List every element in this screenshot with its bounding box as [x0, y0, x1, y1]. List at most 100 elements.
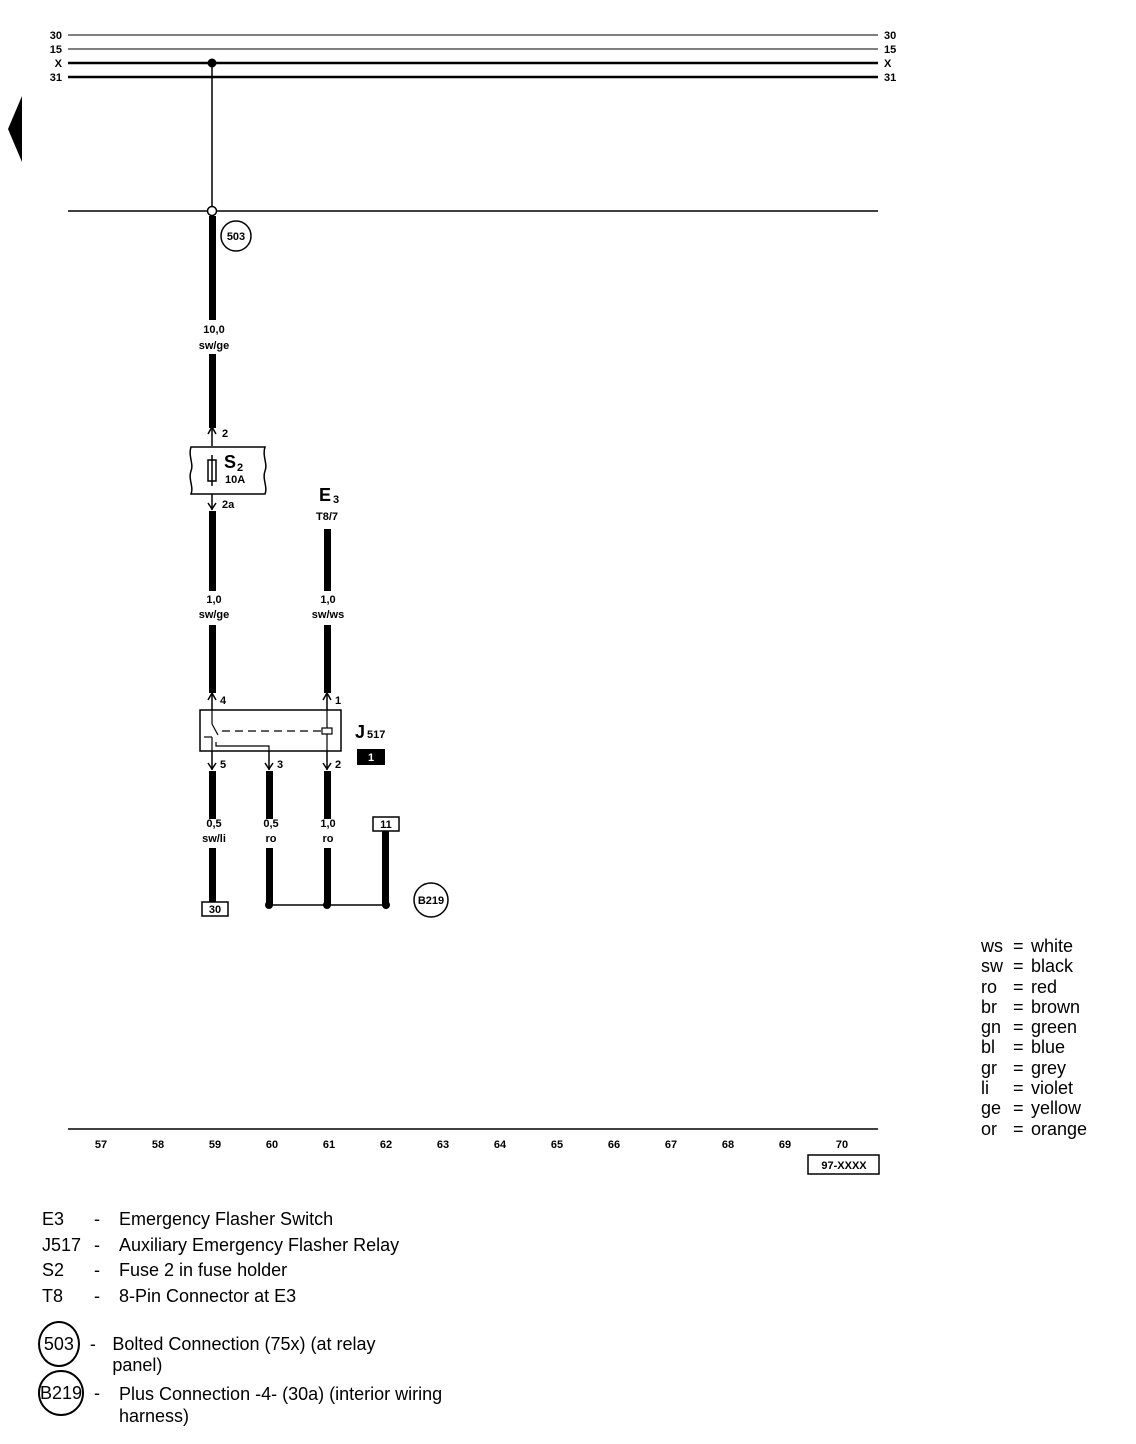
pin-label-relay-1: 1 — [335, 695, 341, 707]
color-key-row: ws=white — [981, 936, 1074, 956]
switch-name: E — [319, 485, 331, 505]
connection-circle-503: 503 — [220, 220, 252, 252]
color-meaning: red — [1031, 976, 1058, 997]
color-code: or — [981, 1118, 998, 1139]
legend-row: T8-8-Pin Connector at E3 — [42, 1285, 297, 1306]
color-key-row: gn=green — [981, 1017, 1078, 1038]
color-meaning: orange — [1031, 1118, 1088, 1139]
junction-dot — [265, 901, 273, 909]
grid-number: 58 — [152, 1139, 164, 1151]
color-key-row: gr=grey — [981, 1057, 1067, 1078]
ref-box-30-label: 30 — [209, 904, 221, 916]
grid-number: 65 — [551, 1139, 563, 1151]
grid-number: 70 — [836, 1139, 848, 1151]
grid-number: 57 — [95, 1139, 107, 1151]
color-code: sw — [981, 956, 1003, 977]
grid-number: 63 — [437, 1139, 449, 1151]
pin-arrow-relay-1 — [322, 691, 332, 701]
pin-arrow-fuse-top — [207, 425, 217, 435]
legend-desc: Plus Connection -4- (30a) (interior wiri… — [119, 1384, 443, 1426]
wire-10-sw-ge — [209, 216, 216, 320]
relay-name: J — [355, 722, 365, 742]
color-meaning: brown — [1031, 996, 1081, 1017]
legend-circle-row: B219 - Plus Connection -4- (30a) (interi… — [38, 1370, 489, 1427]
color-code: gr — [981, 1057, 998, 1078]
svg-text:503: 503 — [227, 231, 245, 243]
wire-label-gauge: 0,5 — [206, 818, 221, 830]
grid-numbers: 57 58 59 60 61 62 63 64 65 66 67 68 69 7… — [95, 1139, 848, 1151]
legend-code: J517 — [42, 1234, 82, 1255]
grid-number: 66 — [608, 1139, 620, 1151]
color-meaning: grey — [1031, 1057, 1067, 1078]
legend-circle-code: B219 — [38, 1370, 84, 1416]
wire-to-box-11 — [382, 831, 389, 905]
page-back-arrow-icon[interactable] — [8, 96, 22, 162]
color-code: bl — [981, 1037, 996, 1058]
color-key-row: or=orange — [981, 1118, 1088, 1139]
relay-coil — [321, 727, 333, 735]
color-key-row: bl=blue — [981, 1037, 1066, 1058]
bus-label-x-right: X — [884, 58, 892, 70]
grid-number: 59 — [209, 1139, 221, 1151]
ref-box-30[interactable] — [201, 901, 229, 917]
relay-badge — [357, 749, 385, 765]
wire-pin5 — [209, 771, 216, 819]
bus-labels-right: 30 15 X 31 — [884, 30, 896, 84]
relay-badge-number: 1 — [368, 752, 374, 764]
pin-arrow-relay-5 — [207, 762, 217, 771]
bus-label-30-right: 30 — [884, 30, 896, 42]
legend-row: S2-Fuse 2 in fuse holder — [42, 1260, 288, 1281]
junction-open-503 — [206, 205, 218, 217]
bus-label-15-left: 15 — [50, 44, 62, 56]
legend-row: J517-Auxiliary Emergency Flasher Relay — [42, 1234, 400, 1255]
color-key-row: li=violet — [981, 1078, 1074, 1099]
bus-label-x-left: X — [55, 58, 63, 70]
wire-label-color: sw/ge — [199, 609, 230, 621]
grid-number: 61 — [323, 1139, 335, 1151]
bus-label-15-right: 15 — [884, 44, 896, 56]
drawing-id-box — [807, 1154, 880, 1175]
switch-sub: 3 — [333, 494, 339, 506]
legend-row: E3-Emergency Flasher Switch — [42, 1209, 334, 1230]
pin-arrow-relay-2 — [322, 762, 332, 771]
pin-arrow-relay-3 — [264, 762, 274, 771]
relay-j517 — [199, 709, 342, 752]
color-meaning: white — [1031, 936, 1074, 956]
grid-number: 62 — [380, 1139, 392, 1151]
pin-label-relay-2: 2 — [335, 759, 341, 771]
color-meaning: green — [1031, 1017, 1078, 1038]
legend-code: T8 — [42, 1285, 64, 1306]
pin-label-fuse-bottom: 2a — [222, 499, 235, 511]
color-code: ge — [981, 1098, 1002, 1119]
wire-pin2-lower — [324, 848, 331, 905]
bus-lines — [68, 34, 878, 79]
bus-label-30-left: 30 — [50, 30, 62, 42]
color-meaning: yellow — [1031, 1098, 1082, 1119]
wire-label-color: ro — [266, 833, 277, 845]
junction-dot — [382, 901, 390, 909]
color-key-row: ge=yellow — [981, 1098, 1082, 1119]
drawing-id: 97-XXXX — [821, 1160, 867, 1172]
wire-label-color: sw/li — [202, 833, 226, 845]
legend-desc: Fuse 2 in fuse holder — [119, 1260, 288, 1281]
color-key-row: sw=black — [981, 956, 1074, 977]
grid-number: 64 — [494, 1139, 507, 1151]
color-key-row: br=brown — [981, 996, 1081, 1017]
wire-10-sw-ge-lower — [209, 354, 216, 428]
wire-label-color: sw/ge — [199, 340, 230, 352]
grid-number: 60 — [266, 1139, 278, 1151]
color-meaning: blue — [1031, 1037, 1066, 1058]
component-legend: E3-Emergency Flasher Switch J517-Auxilia… — [38, 1207, 442, 1426]
wire-e3-lower — [324, 625, 331, 693]
color-meaning: violet — [1031, 1078, 1074, 1099]
wire-label-gauge: 1,0 — [206, 594, 221, 606]
legend-desc: Auxiliary Emergency Flasher Relay — [119, 1234, 400, 1255]
fuse-holder-s2: S 2 10A — [189, 446, 267, 495]
bus-label-31-left: 31 — [50, 72, 62, 84]
legend-code: S2 — [42, 1260, 65, 1281]
wire-label-color: sw/ws — [312, 609, 344, 621]
grid-number: 69 — [779, 1139, 791, 1151]
legend-circle-row: 503 - Bolted Connection (75x) (at relay … — [38, 1321, 399, 1376]
relay-sub: 517 — [367, 729, 385, 741]
